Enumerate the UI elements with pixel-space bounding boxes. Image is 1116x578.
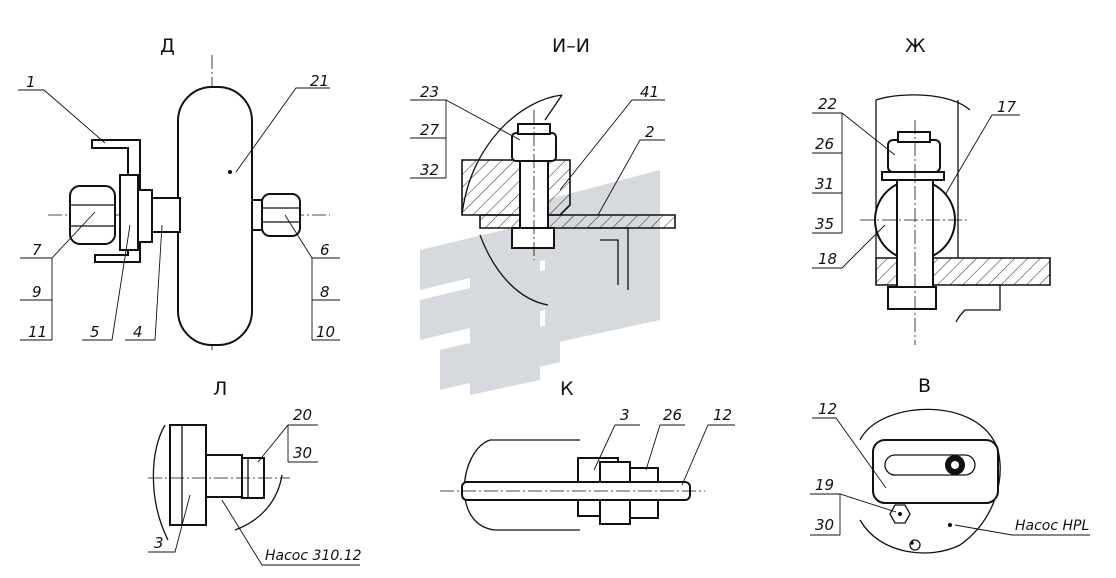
label-22: 22	[818, 95, 837, 113]
view-zh: Ж 22 26 31 35 18 17	[812, 35, 1051, 345]
label-26-k: 26	[663, 406, 682, 424]
label-20: 20	[293, 406, 312, 424]
label-1: 1	[26, 73, 36, 91]
caption-pump-310: Насос 310.12	[265, 548, 362, 564]
label-12-k: 12	[713, 406, 732, 424]
view-v-title: В	[918, 375, 931, 397]
label-26: 26	[815, 135, 834, 153]
label-19: 19	[815, 476, 834, 494]
view-i: И–И 23 27 32 41 2	[410, 35, 676, 306]
label-31: 31	[815, 175, 834, 193]
label-23: 23	[420, 83, 439, 101]
label-30: 30	[293, 444, 312, 462]
label-8: 8	[320, 283, 330, 301]
view-l-title: Л	[213, 378, 227, 400]
label-3-k: 3	[620, 406, 630, 424]
label-7: 7	[32, 241, 42, 259]
label-27: 27	[420, 121, 440, 139]
label-41: 41	[640, 83, 659, 101]
caption-pump-hpl: Насос HPL	[1015, 518, 1089, 534]
label-30-v: 30	[815, 516, 834, 534]
label-3-l: 3	[154, 534, 164, 552]
label-11: 11	[28, 323, 47, 341]
view-zh-title: Ж	[905, 35, 926, 57]
label-5: 5	[90, 323, 100, 341]
label-10: 10	[316, 323, 335, 341]
label-32: 32	[420, 161, 439, 179]
label-17: 17	[997, 98, 1017, 116]
view-k: К 3 26 12	[440, 378, 735, 531]
label-6: 6	[320, 241, 330, 259]
view-v: В 12 19 30 Насос HPL	[810, 375, 1090, 554]
view-l: Л 20 30 3 Насос 310.12	[148, 378, 362, 566]
view-d-title: Д	[160, 35, 175, 57]
right-nut	[261, 193, 301, 237]
label-4: 4	[133, 323, 143, 341]
label-18: 18	[818, 250, 837, 268]
wheel	[177, 86, 253, 346]
view-d: Д 1 21 7	[18, 35, 340, 350]
view-k-title: К	[560, 378, 574, 400]
label-35: 35	[815, 215, 834, 233]
label-9: 9	[32, 283, 42, 301]
label-2: 2	[645, 123, 655, 141]
label-12-v: 12	[818, 400, 837, 418]
view-i-title: И–И	[552, 35, 590, 57]
hatched-block	[461, 159, 571, 216]
label-21: 21	[310, 72, 329, 90]
